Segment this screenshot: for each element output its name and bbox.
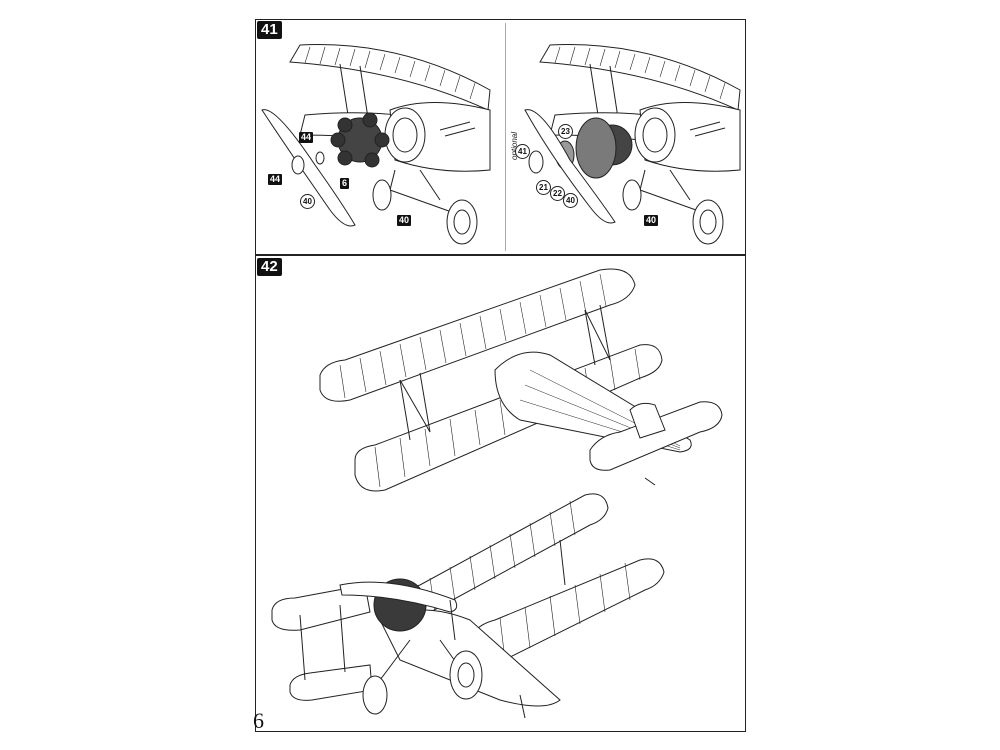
part-callout-21: 21	[536, 180, 551, 195]
step-42-badge: 42	[257, 258, 282, 276]
step-42-panel	[255, 255, 746, 732]
part-callout-6: 6	[340, 178, 350, 189]
part-callout-44b: 44	[268, 174, 283, 185]
part-callout-23: 23	[558, 124, 573, 139]
part-callout-40b: 40	[397, 215, 412, 226]
part-callout-40c: 40	[563, 193, 578, 208]
part-callout-40d: 40	[644, 215, 659, 226]
panel-divider	[505, 23, 506, 251]
part-callout-40a: 40	[300, 194, 315, 209]
part-callout-41: 41	[515, 144, 530, 159]
page-number: 6	[253, 708, 264, 733]
step-41-panel	[255, 19, 746, 255]
part-callout-44a: 44	[299, 132, 314, 143]
part-callout-22: 22	[550, 186, 565, 201]
step-41-badge: 41	[257, 21, 282, 39]
